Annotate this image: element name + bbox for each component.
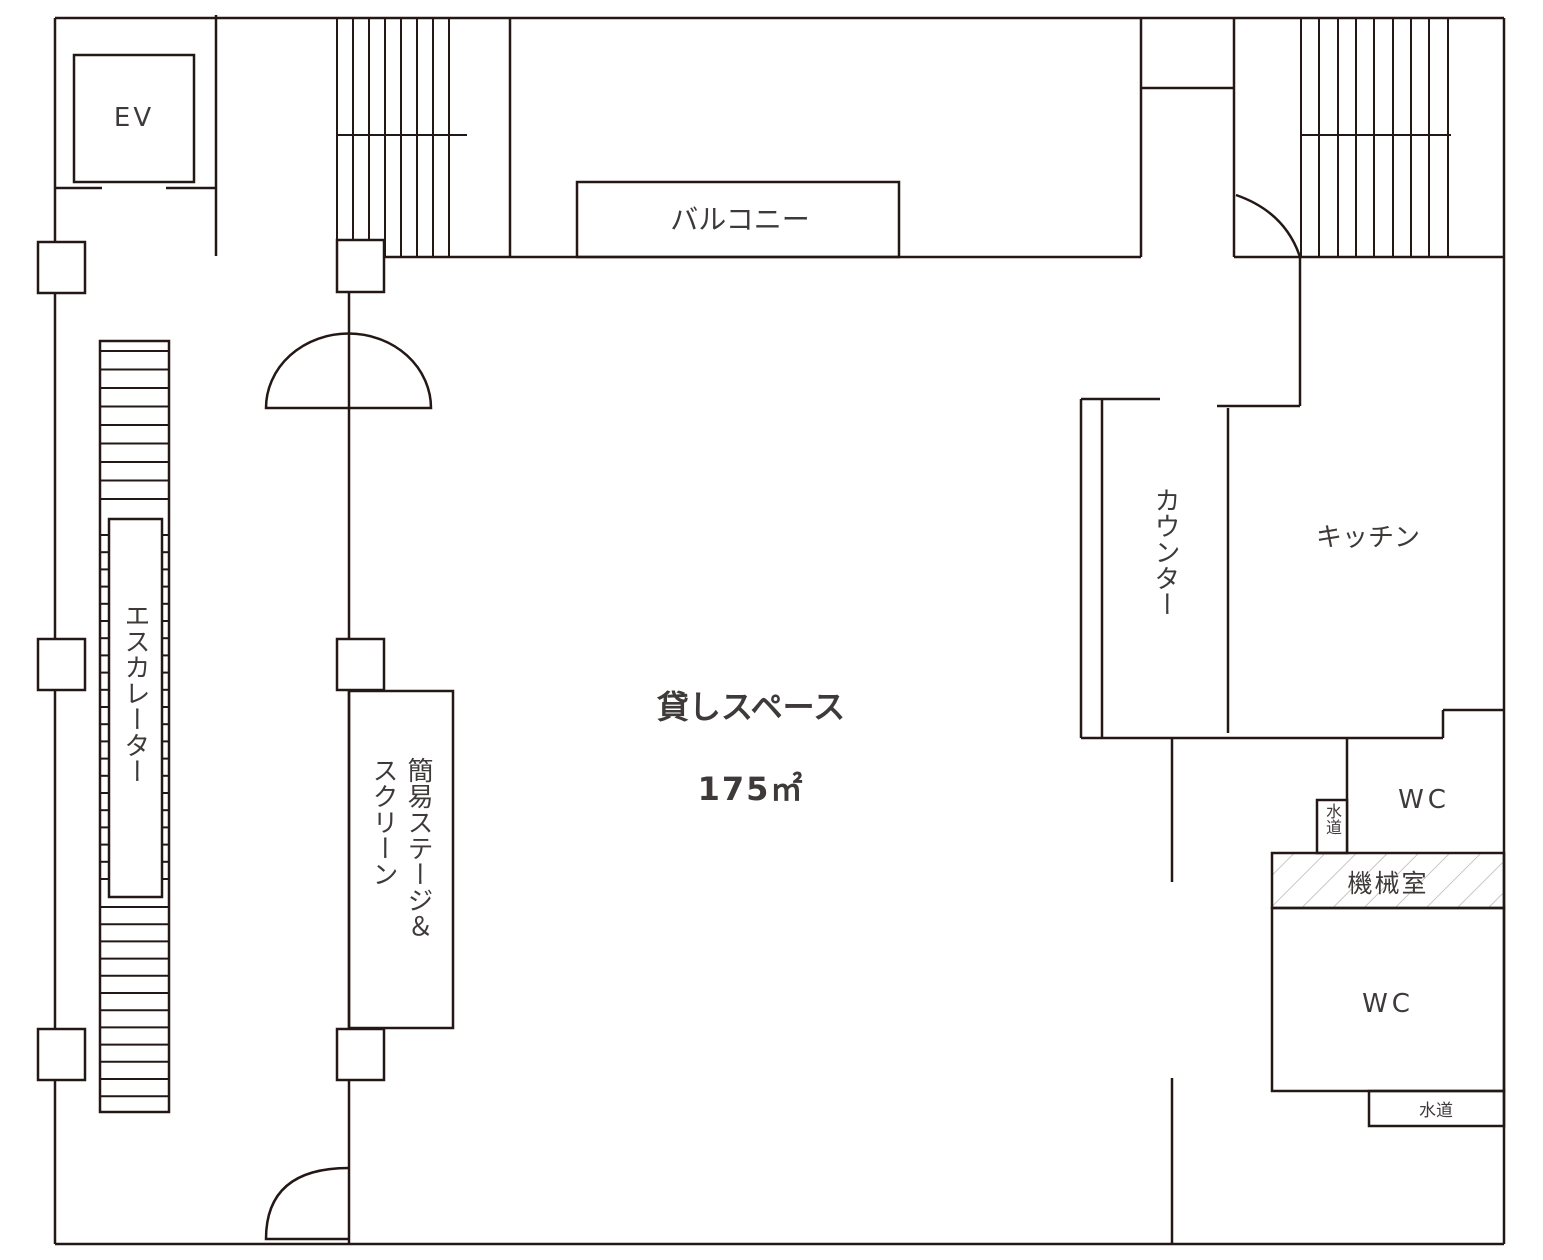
outer-walls <box>53 16 1506 1246</box>
double-door <box>264 332 433 410</box>
escalator-label: エスカレーター <box>120 602 150 784</box>
machine-room-label: 機械室 <box>1347 869 1428 898</box>
bottom-door <box>264 1166 350 1241</box>
wc-upper-walls <box>1315 738 1349 855</box>
escalator <box>98 339 171 1114</box>
left-columns <box>36 240 87 1082</box>
elevator-shaft <box>55 15 218 256</box>
water-upper-label: 水道 <box>1323 803 1342 835</box>
rental-space-label: 貸しスペース <box>657 688 845 726</box>
wc-lower-label: WC <box>1362 989 1414 1019</box>
balcony-label: バルコニー <box>670 203 809 236</box>
elevator-label: EV <box>114 103 154 133</box>
counter-label: カウンター <box>1150 487 1180 617</box>
stairs-right <box>1300 18 1451 257</box>
kitchen-walls <box>1081 708 1504 740</box>
stage-label-line1: 簡易ステージ＆ <box>403 757 433 939</box>
rental-space-area: 175㎡ <box>698 770 805 808</box>
stage-label-line2: スクリーン <box>368 757 398 887</box>
water-lower-label: 水道 <box>1419 1101 1453 1121</box>
counter <box>1079 397 1230 738</box>
wc-upper-label: WC <box>1398 785 1450 815</box>
inner-partition <box>335 238 386 1244</box>
kitchen-label: キッチン <box>1316 523 1420 553</box>
wc-lower-walls <box>1270 906 1506 1128</box>
stairs-left <box>336 18 467 257</box>
balcony <box>575 180 901 259</box>
top-right-structure <box>1139 18 1504 408</box>
